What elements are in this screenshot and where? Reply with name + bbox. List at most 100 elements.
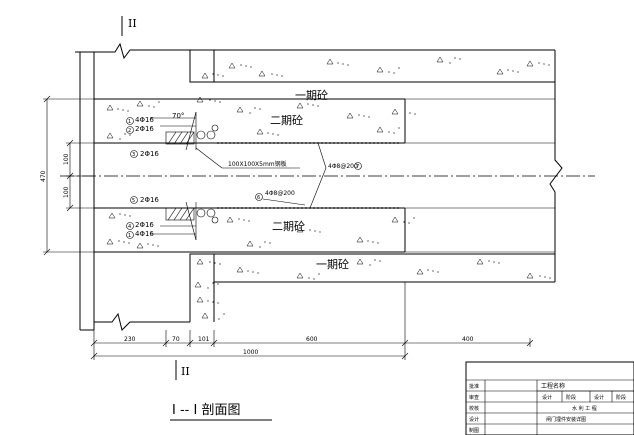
aggregate-dot <box>222 75 224 77</box>
aggregate-dot <box>358 114 360 116</box>
rebar-dot <box>361 142 363 144</box>
dim-101: 101 <box>198 336 210 343</box>
rebar-dot <box>289 142 291 144</box>
rebar-dot <box>377 207 379 209</box>
aggregate-mark <box>246 240 254 247</box>
rebar-dot <box>281 207 283 209</box>
aggregate-dot <box>398 67 400 69</box>
tb-sub: 水 利 工 程 <box>572 405 597 412</box>
aggregate-mark <box>196 96 204 103</box>
rebar-dot <box>233 142 235 144</box>
rebar-dot <box>373 142 375 144</box>
aggregate-mark <box>526 60 534 67</box>
aggregate-dot <box>277 134 279 136</box>
aggregate-mark <box>228 62 236 69</box>
first-stage-concrete-top: 一期砼 <box>80 49 555 102</box>
aggregate-mark <box>356 258 364 265</box>
aggregate-dot <box>267 132 269 134</box>
aggregate-dot <box>124 133 126 135</box>
rebar-dot <box>257 207 259 209</box>
aggregate-dot <box>427 269 429 271</box>
aggregate-dot <box>403 221 405 223</box>
left-wall <box>75 42 190 331</box>
rebar-labels-bottom: 5 2Φ16 4 2Φ16 1 4Φ16 <box>126 196 159 239</box>
rebar-dot <box>389 142 391 144</box>
aggregate-dot <box>409 112 411 114</box>
aggregate-dot <box>342 63 344 65</box>
aggregate-dot <box>212 282 214 284</box>
aggregate-dot <box>454 57 456 59</box>
aggregate-dot <box>207 300 209 302</box>
rebar-dot <box>345 207 347 209</box>
rebar-dot <box>337 142 339 144</box>
rebar-dot <box>393 142 395 144</box>
rebar-dot <box>389 207 391 209</box>
dim-1000: 1000 <box>243 349 258 356</box>
aggregate-mark <box>416 268 424 275</box>
aggregate-dot <box>207 287 209 289</box>
aggregate-mark <box>391 216 399 223</box>
rebar-dot <box>237 207 239 209</box>
rebar-dot <box>273 207 275 209</box>
circle-num-1b: 1 <box>128 233 131 239</box>
aggregate-dot <box>217 283 219 285</box>
plate-callout: 100X100X5mm钢板 <box>195 147 300 169</box>
aggregate-dot <box>218 318 220 320</box>
rebar-dot <box>273 142 275 144</box>
tb-col-c: 设计 <box>594 394 604 401</box>
plate-label: 100X100X5mm钢板 <box>228 160 287 168</box>
aggregate-mark <box>106 104 114 111</box>
rebar-dot <box>313 142 315 144</box>
rebar-dot <box>257 142 259 144</box>
aggregate-mark <box>201 312 209 319</box>
aggregate-mark <box>196 258 204 265</box>
rebar-dot <box>365 207 367 209</box>
aggregate-dot <box>129 215 131 217</box>
aggregate-dot <box>157 245 159 247</box>
aggregate-mark <box>391 108 399 115</box>
rebar-dot <box>261 207 263 209</box>
rebar-dot <box>353 142 355 144</box>
angle-label: 70° <box>172 112 184 120</box>
aggregate-dot <box>498 262 500 264</box>
aggregate-dot <box>247 270 249 272</box>
rebar-dot <box>397 142 399 144</box>
aggregate-mark <box>226 216 234 223</box>
aggregate-dot <box>219 101 221 103</box>
aggregate-dot <box>118 240 120 242</box>
rebar-dot <box>221 207 223 209</box>
aggregate-dot <box>259 108 261 110</box>
aggregate-mark <box>356 236 364 243</box>
tb-row1: 批准 <box>469 383 479 390</box>
aggregate-dot <box>432 270 434 272</box>
rebar-dot <box>245 142 247 144</box>
aggregate-dot <box>249 112 251 114</box>
dim-230: 230 <box>124 336 136 343</box>
aggregate-dot <box>393 72 395 74</box>
circle-num-7: 7 <box>356 164 359 170</box>
aggregate-marks <box>106 56 551 320</box>
aggregate-dot <box>148 105 150 107</box>
dim-v470: 470 <box>40 170 47 182</box>
rebar-dot <box>353 207 355 209</box>
aggregate-dot <box>217 302 219 304</box>
aggregate-dot <box>374 259 376 261</box>
aggregate-dot <box>404 111 406 113</box>
aggregate-mark <box>236 266 244 273</box>
rebar-dot <box>357 142 359 144</box>
aggregate-dot <box>129 134 131 136</box>
aggregate-dot <box>313 278 315 280</box>
rebar-label-bottom-1: 2Φ16 <box>140 196 159 204</box>
rebar-dot <box>301 207 303 209</box>
aggregate-dot <box>252 271 254 273</box>
aggregate-dot <box>398 127 400 129</box>
dim-600: 600 <box>306 336 318 343</box>
aggregate-dot <box>388 71 390 73</box>
aggregate-mark <box>136 100 144 107</box>
rebar-dot <box>345 142 347 144</box>
aggregate-dot <box>219 263 221 265</box>
aggregate-mark <box>258 70 266 77</box>
tb-col-a: 设计 <box>542 394 552 401</box>
aggregate-dot <box>544 276 546 278</box>
